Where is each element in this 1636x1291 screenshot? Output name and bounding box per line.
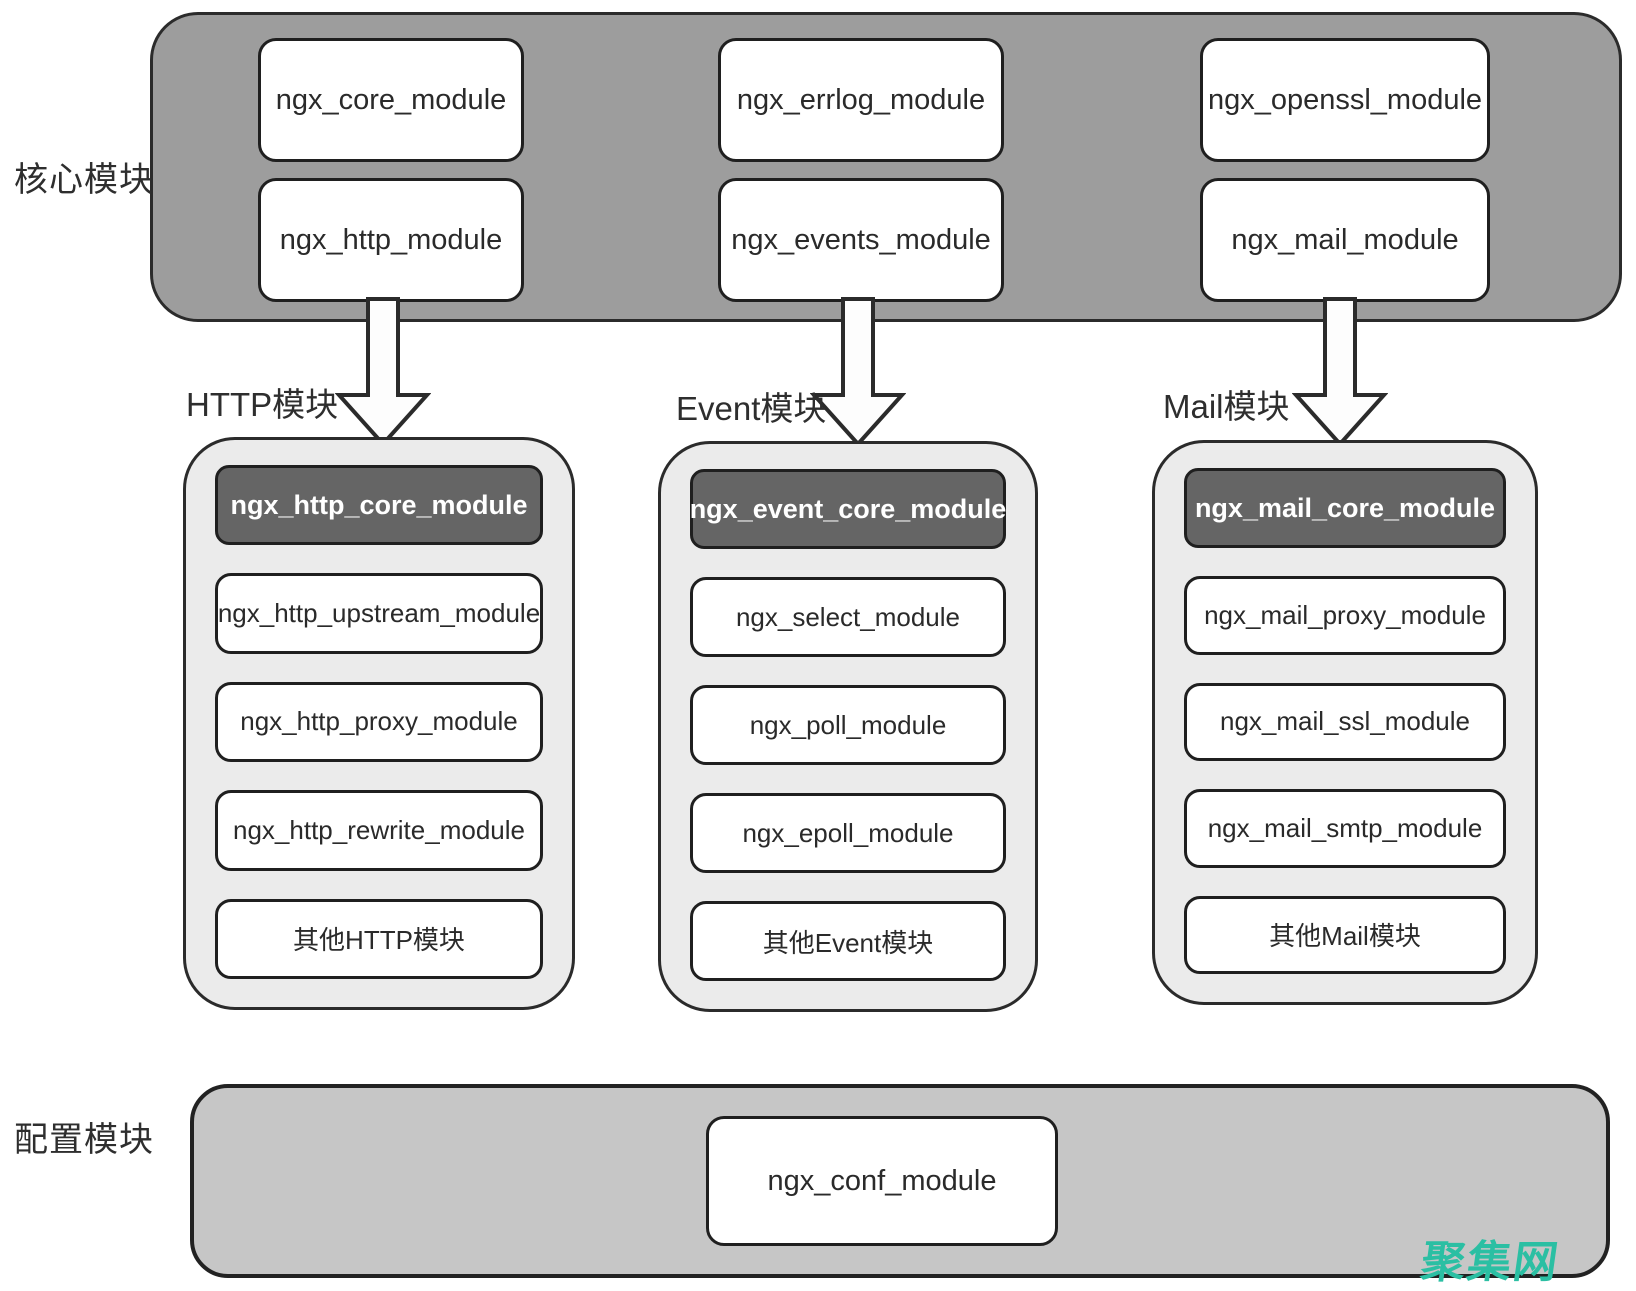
module-box-ngx-mail-module: ngx_mail_module [1200,178,1490,302]
event-section-label: Event模块 [676,390,827,427]
module-box-ngx-mail-ssl-module: ngx_mail_ssl_module [1184,682,1506,761]
module-box-ngx-poll-module: ngx_poll_module [690,685,1006,765]
module-box-ngx-epoll-module: ngx_epoll_module [690,793,1006,873]
module-box-other-event-modules: 其他Event模块 [690,901,1006,981]
mail-section-label: Mail模块 [1163,388,1290,425]
module-box-other-mail-modules: 其他Mail模块 [1184,895,1506,974]
module-box-other-http-modules: 其他HTTP模块 [215,898,543,979]
event-modules-column: ngx_event_core_module ngx_select_module … [658,441,1038,1012]
module-box-ngx-http-proxy-module: ngx_http_proxy_module [215,681,543,762]
core-section-label: 核心模块 [14,161,154,199]
module-box-ngx-mail-smtp-module: ngx_mail_smtp_module [1184,789,1506,868]
down-arrow-http [335,297,431,447]
module-box-ngx-mail-core-module: ngx_mail_core_module [1184,468,1506,548]
mail-modules-column: ngx_mail_core_module ngx_mail_proxy_modu… [1152,440,1538,1005]
module-box-ngx-event-core-module: ngx_event_core_module [690,469,1006,549]
module-box-ngx-conf-module: ngx_conf_module [706,1116,1058,1246]
module-box-ngx-http-upstream-module: ngx_http_upstream_module [215,573,543,654]
http-section-label: HTTP模块 [186,386,339,423]
module-box-ngx-openssl-module: ngx_openssl_module [1200,38,1490,162]
http-modules-column: ngx_http_core_module ngx_http_upstream_m… [183,437,575,1010]
down-arrow-event [810,297,906,447]
watermark-text: 聚集网 [1417,1238,1563,1287]
module-box-ngx-events-module: ngx_events_module [718,178,1004,302]
module-box-ngx-errlog-module: ngx_errlog_module [718,38,1004,162]
down-arrow-mail [1292,297,1388,447]
module-box-ngx-http-core-module: ngx_http_core_module [215,465,543,545]
module-box-ngx-select-module: ngx_select_module [690,577,1006,657]
module-box-ngx-mail-proxy-module: ngx_mail_proxy_module [1184,576,1506,655]
config-section-label: 配置模块 [14,1121,154,1159]
module-box-ngx-core-module: ngx_core_module [258,38,524,162]
module-box-ngx-http-rewrite-module: ngx_http_rewrite_module [215,790,543,871]
module-box-ngx-http-module: ngx_http_module [258,178,524,302]
